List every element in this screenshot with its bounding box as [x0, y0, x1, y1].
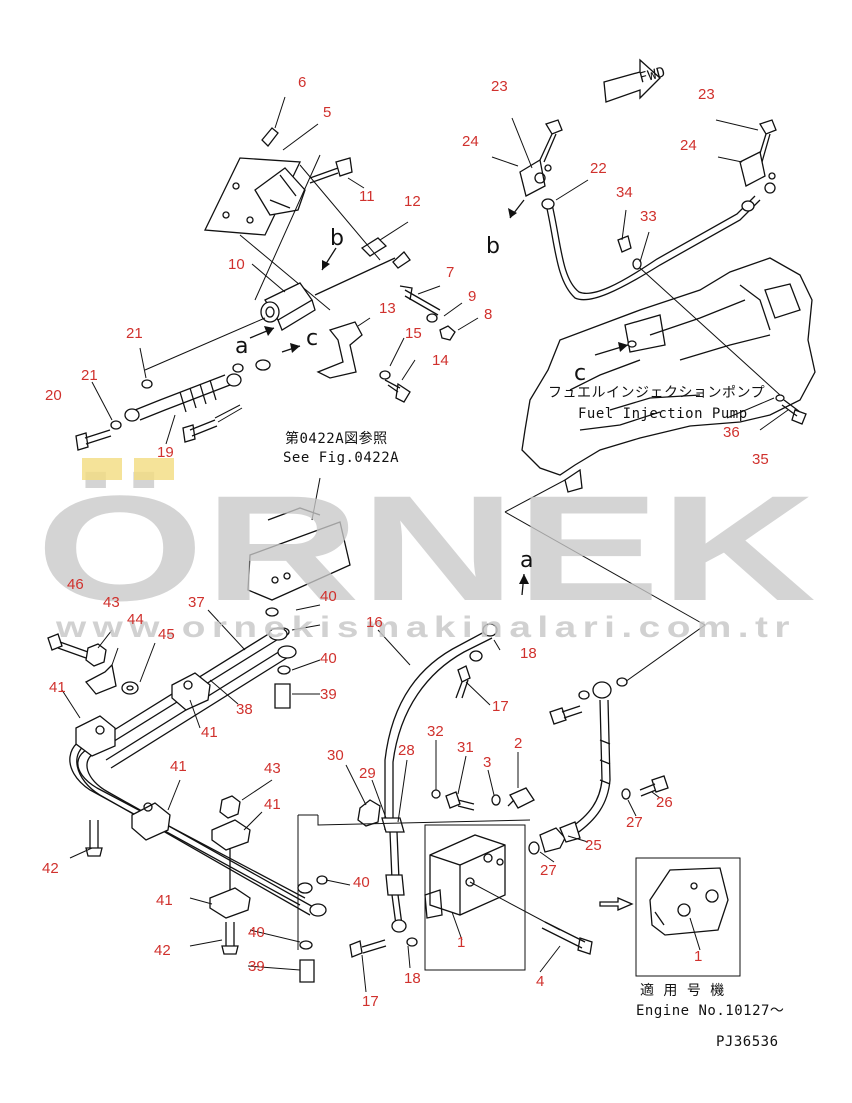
part-label-14: 14 [432, 352, 449, 369]
see-fig-jp: 第0422A図参照 [285, 430, 388, 447]
watermark: ÖRNEK www.ornekismakinalari.com.tr [36, 458, 816, 644]
view-letter-b: b [330, 226, 344, 251]
part-label-37: 37 [188, 594, 205, 611]
part-label-4: 4 [536, 973, 544, 990]
part-label-32: 32 [427, 723, 444, 740]
part-label-25: 25 [585, 837, 602, 854]
part-label-46: 46 [67, 576, 84, 593]
view-letter-c: c [306, 326, 318, 351]
part-label-43: 43 [264, 760, 281, 777]
part-label-11: 11 [359, 188, 375, 205]
part-label-3: 3 [483, 754, 491, 771]
part-label-13: 13 [379, 300, 396, 317]
view-letter-b-target: b [486, 234, 500, 259]
part-label-9: 9 [468, 288, 476, 305]
part-label-42: 42 [154, 942, 171, 959]
part-label-20: 20 [45, 387, 62, 404]
bracket-assembly [75, 127, 456, 451]
part-label-38: 38 [236, 701, 253, 718]
applicable-jp: 適 用 号 機 [640, 982, 725, 999]
part-label-40: 40 [320, 650, 337, 667]
part-label-1: 1 [457, 934, 465, 951]
part-label-7: 7 [446, 264, 454, 281]
part-label-12: 12 [404, 193, 421, 210]
part-label-31: 31 [457, 739, 474, 756]
part-label-27: 27 [626, 814, 643, 831]
notes: FWD フュエルインジェクションポンプ Fuel Injection Pump … [283, 64, 784, 1050]
watermark-url: www.ornekismakinalari.com.tr [55, 611, 796, 644]
part-label-30: 30 [327, 747, 344, 764]
fwd-label: FWD [638, 64, 668, 86]
part-label-39: 39 [248, 958, 265, 975]
part-label-39: 39 [320, 686, 337, 703]
part-label-1: 1 [694, 948, 702, 965]
part-label-36: 36 [723, 424, 740, 441]
part-label-5: 5 [323, 104, 331, 121]
part-label-33: 33 [640, 208, 657, 225]
part-label-40: 40 [320, 588, 337, 605]
part-label-10: 10 [228, 256, 245, 273]
view-letter-c-target: c [574, 361, 586, 386]
view-letter-a-target: a [520, 548, 533, 573]
part-labels: 6 5 11 12 10 7 9 8 13 15 14 21 21 20 19 … [42, 74, 769, 1010]
part-label-24: 24 [462, 133, 479, 150]
part-label-27: 27 [540, 862, 557, 879]
part-label-43: 43 [103, 594, 120, 611]
rod-frame-assembly [47, 507, 351, 983]
part-label-21: 21 [126, 325, 143, 342]
view-letter-a: a [235, 334, 248, 359]
part-label-34: 34 [616, 184, 633, 201]
part-label-19: 19 [157, 444, 174, 461]
part-label-18: 18 [520, 645, 537, 662]
part-label-26: 26 [656, 794, 673, 811]
part-label-22: 22 [590, 160, 607, 177]
part-label-41: 41 [264, 796, 281, 813]
part-label-18: 18 [404, 970, 421, 987]
part-label-24: 24 [680, 137, 697, 154]
part-label-41: 41 [49, 679, 66, 696]
applicable-en: Engine No.10127～ [636, 1003, 784, 1019]
part-label-23: 23 [698, 86, 715, 103]
fuel-pipe-assembly [504, 58, 816, 683]
part-label-42: 42 [42, 860, 59, 877]
part-label-35: 35 [752, 451, 769, 468]
view-letters: a b c b c a [235, 226, 586, 596]
part-label-23: 23 [491, 78, 508, 95]
part-label-45: 45 [158, 626, 175, 643]
part-label-41: 41 [170, 758, 187, 775]
leader-lines [61, 96, 789, 993]
valve-assembly [297, 623, 741, 977]
part-label-8: 8 [484, 306, 492, 323]
part-label-17: 17 [362, 993, 379, 1010]
part-label-44: 44 [127, 611, 144, 628]
part-label-2: 2 [514, 735, 522, 752]
part-label-15: 15 [405, 325, 422, 342]
part-label-41: 41 [201, 724, 218, 741]
part-label-28: 28 [398, 742, 415, 759]
part-label-17: 17 [492, 698, 509, 715]
part-label-41: 41 [156, 892, 173, 909]
watermark-brand: ÖRNEK [36, 464, 816, 632]
part-label-29: 29 [359, 765, 376, 782]
part-label-40: 40 [353, 874, 370, 891]
drawing-code: PJ36536 [716, 1034, 779, 1050]
part-label-40: 40 [248, 924, 265, 941]
part-label-6: 6 [298, 74, 306, 91]
see-fig-en: See Fig.0422A [283, 450, 399, 466]
pump-label-jp: フュエルインジェクションポンプ [548, 385, 765, 401]
part-label-16: 16 [366, 614, 383, 631]
part-label-21: 21 [81, 367, 98, 384]
pump-label-en: Fuel Injection Pump [578, 406, 748, 422]
